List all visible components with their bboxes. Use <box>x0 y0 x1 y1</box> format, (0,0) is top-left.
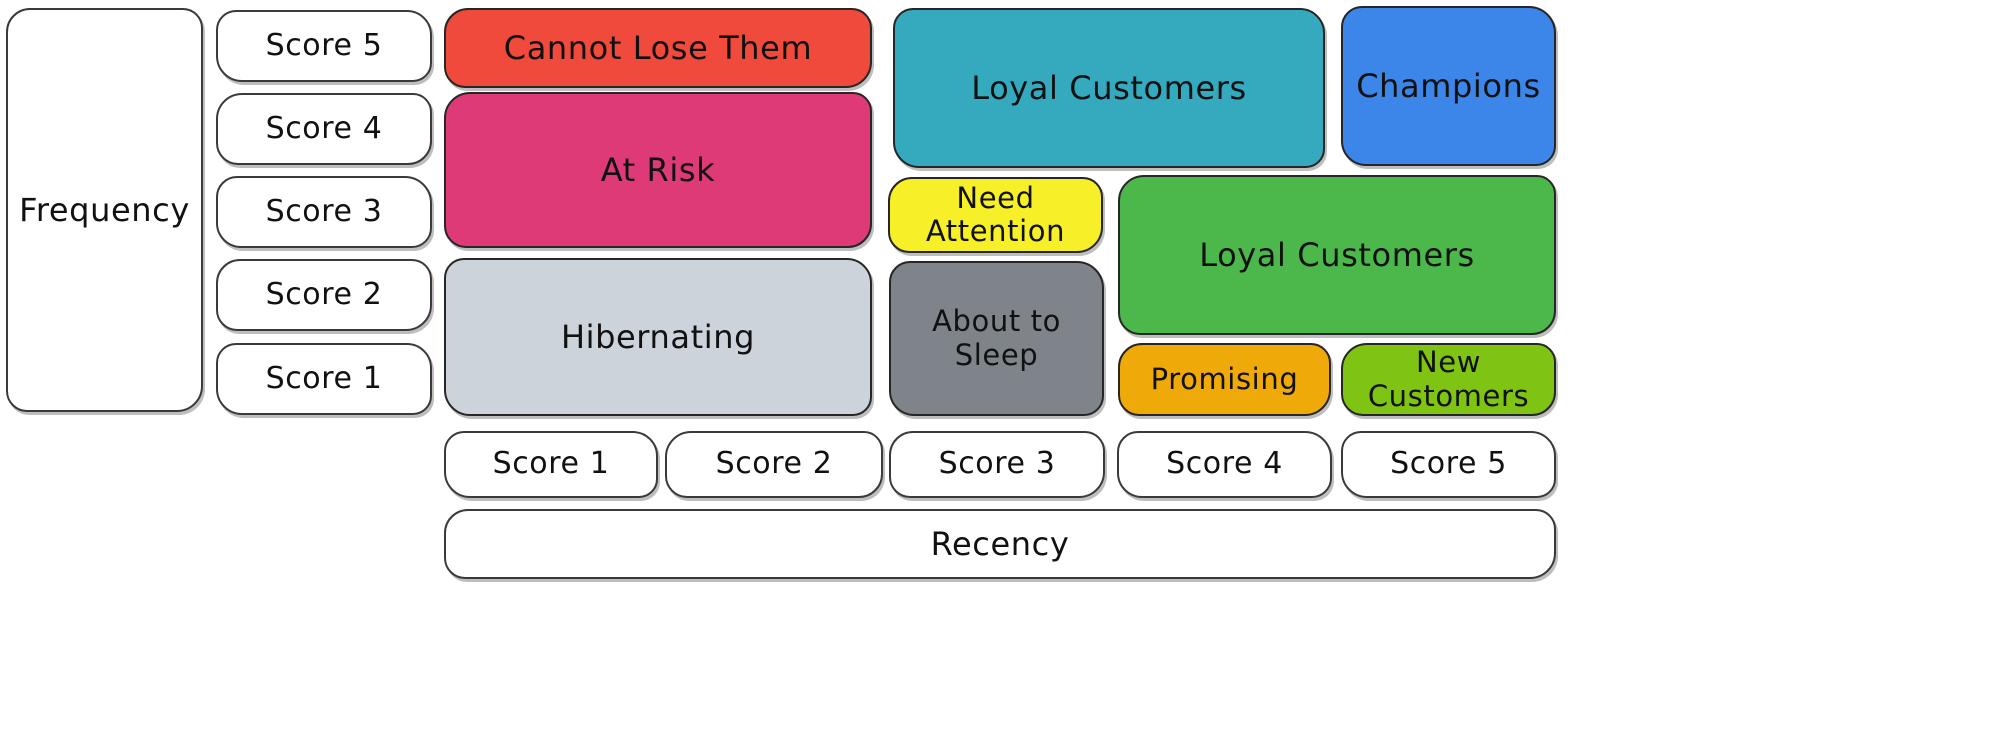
segment-need-attention[interactable]: Need Attention <box>888 177 1103 253</box>
segment-loyal-customers-green[interactable]: Loyal Customers <box>1118 175 1556 335</box>
frequency-score-label-3: Score 3 <box>216 176 432 248</box>
axis-title-recency: Recency <box>444 509 1556 579</box>
segment-at-risk[interactable]: At Risk <box>444 92 872 248</box>
frequency-score-label-4: Score 4 <box>216 93 432 165</box>
frequency-score-label-1: Score 1 <box>216 343 432 415</box>
recency-score-label-3: Score 3 <box>889 431 1105 498</box>
recency-score-label-4: Score 4 <box>1117 431 1332 498</box>
recency-score-label-1: Score 1 <box>444 431 658 498</box>
segment-promising[interactable]: Promising <box>1118 343 1331 416</box>
segment-about-to-sleep[interactable]: About to Sleep <box>889 261 1104 416</box>
segment-cannot-lose-them[interactable]: Cannot Lose Them <box>444 8 872 88</box>
axis-title-frequency: Frequency <box>6 8 203 412</box>
recency-score-label-5: Score 5 <box>1341 431 1556 498</box>
recency-score-label-2: Score 2 <box>665 431 883 498</box>
segment-new-customers[interactable]: New Customers <box>1341 343 1556 416</box>
frequency-score-label-5: Score 5 <box>216 10 432 82</box>
segment-hibernating[interactable]: Hibernating <box>444 258 872 416</box>
segment-loyal-customers-teal[interactable]: Loyal Customers <box>893 8 1325 168</box>
segment-champions[interactable]: Champions <box>1341 6 1556 166</box>
frequency-score-label-2: Score 2 <box>216 259 432 331</box>
